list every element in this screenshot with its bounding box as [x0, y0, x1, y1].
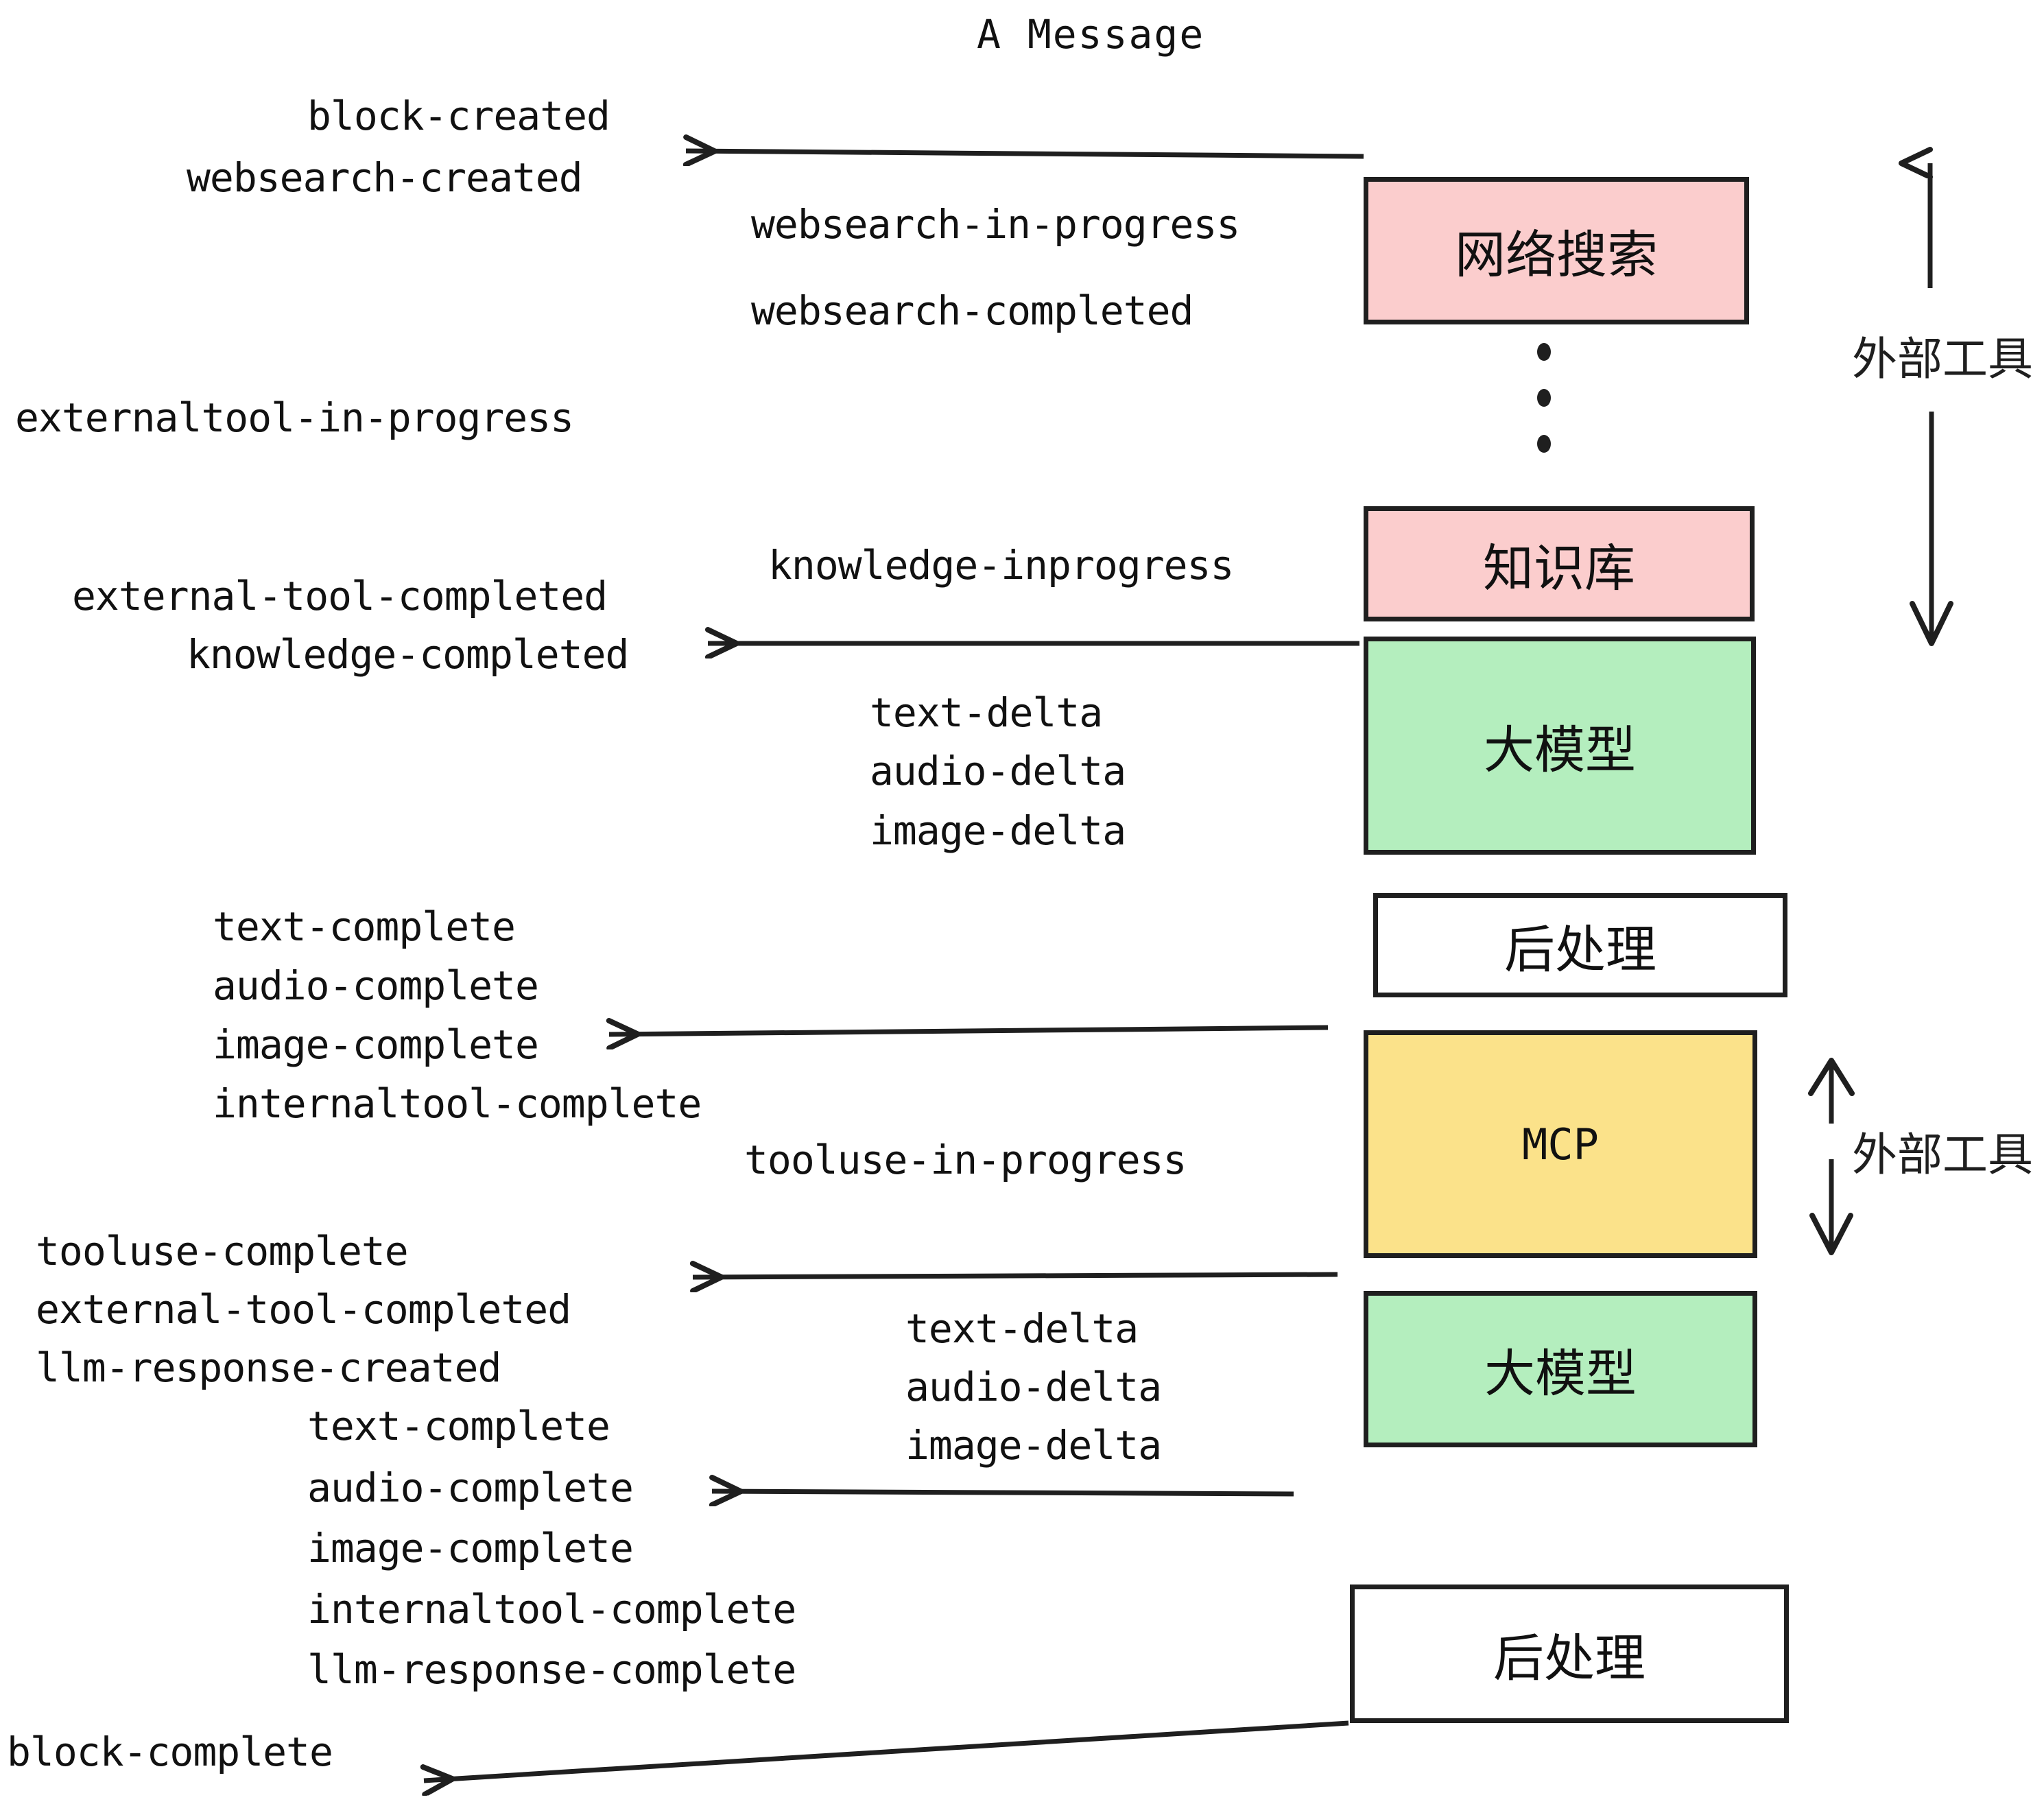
event-label-text-complete-1: text-complete	[213, 903, 516, 950]
event-label-block-created: block-created	[307, 93, 610, 139]
arrow-tooluse-complete	[693, 1274, 1338, 1277]
annotation-external-tools-top: 外部工具	[1852, 333, 2033, 385]
node-llm-2-label: 大模型	[1484, 1344, 1637, 1403]
event-label-audio-complete-2: audio-complete	[307, 1464, 634, 1511]
event-label-websearch-in-progress: websearch-in-progress	[751, 201, 1240, 248]
event-label-externaltool-in-progress: externaltool-in-progress	[15, 394, 574, 441]
arrowhead-external-tools-bottom-up	[1808, 1058, 1855, 1096]
node-postprocess-1-label: 后处理	[1504, 920, 1656, 980]
event-label-image-complete-1: image-complete	[213, 1021, 539, 1068]
event-label-llm-response-created: llm-response-created	[36, 1344, 501, 1391]
event-label-internaltool-complete-2: internaltool-complete	[307, 1586, 796, 1633]
event-label-external-tool-completed-2: external-tool-completed	[36, 1286, 571, 1333]
event-label-knowledge-inprogress: knowledge-inprogress	[768, 542, 1234, 589]
node-knowledge-label: 知识库	[1483, 538, 1635, 598]
event-label-image-delta-2: image-delta	[905, 1422, 1162, 1469]
event-label-llm-response-complete: llm-response-complete	[307, 1646, 796, 1693]
vertical-ellipsis-icon	[1536, 343, 1552, 453]
event-label-text-complete-2: text-complete	[307, 1403, 610, 1449]
event-label-knowledge-completed: knowledge-completed	[187, 631, 629, 678]
event-label-text-delta-1: text-delta	[870, 689, 1103, 736]
event-label-websearch-created: websearch-created	[187, 154, 583, 201]
page-title: A Message	[977, 11, 1205, 58]
node-mcp[interactable]: MCP	[1364, 1030, 1757, 1258]
arrow-audio-complete	[712, 1491, 1294, 1494]
event-label-audio-delta-2: audio-delta	[905, 1364, 1162, 1410]
event-label-websearch-completed: websearch-completed	[751, 287, 1193, 334]
arrowhead-external-tools-top-down	[1910, 601, 1953, 646]
annotation-external-tools-bottom: 外部工具	[1852, 1128, 2033, 1181]
node-mcp-label: MCP	[1522, 1119, 1599, 1170]
event-label-internaltool-complete-1: internaltool-complete	[213, 1080, 702, 1127]
event-label-text-delta-2: text-delta	[905, 1305, 1139, 1352]
arrow-image-complete	[609, 1028, 1329, 1034]
arrowhead-external-tools-bottom-down	[1809, 1213, 1853, 1255]
event-label-external-tool-completed-1: external-tool-completed	[72, 573, 608, 619]
node-websearch[interactable]: 网络搜索	[1364, 177, 1749, 324]
node-llm-1[interactable]: 大模型	[1364, 637, 1756, 855]
node-postprocess-2-label: 后处理	[1493, 1628, 1645, 1688]
event-label-audio-delta-1: audio-delta	[870, 748, 1126, 794]
node-postprocess-2[interactable]: 后处理	[1350, 1585, 1789, 1723]
node-postprocess-1[interactable]: 后处理	[1373, 893, 1787, 997]
node-websearch-label: 网络搜索	[1455, 226, 1658, 285]
event-label-block-complete: block-complete	[7, 1729, 333, 1775]
node-knowledge[interactable]: 知识库	[1364, 506, 1755, 621]
event-label-image-delta-1: image-delta	[870, 807, 1126, 854]
node-llm-1-label: 大模型	[1484, 720, 1636, 780]
event-label-image-complete-2: image-complete	[307, 1525, 634, 1571]
node-llm-2[interactable]: 大模型	[1364, 1291, 1757, 1447]
event-label-tooluse-complete: tooluse-complete	[36, 1228, 409, 1274]
arrow-block-complete	[424, 1720, 1349, 1781]
event-label-tooluse-in-progress: tooluse-in-progress	[744, 1137, 1187, 1183]
event-label-audio-complete-1: audio-complete	[213, 962, 539, 1009]
arrow-block-created	[686, 151, 1364, 156]
